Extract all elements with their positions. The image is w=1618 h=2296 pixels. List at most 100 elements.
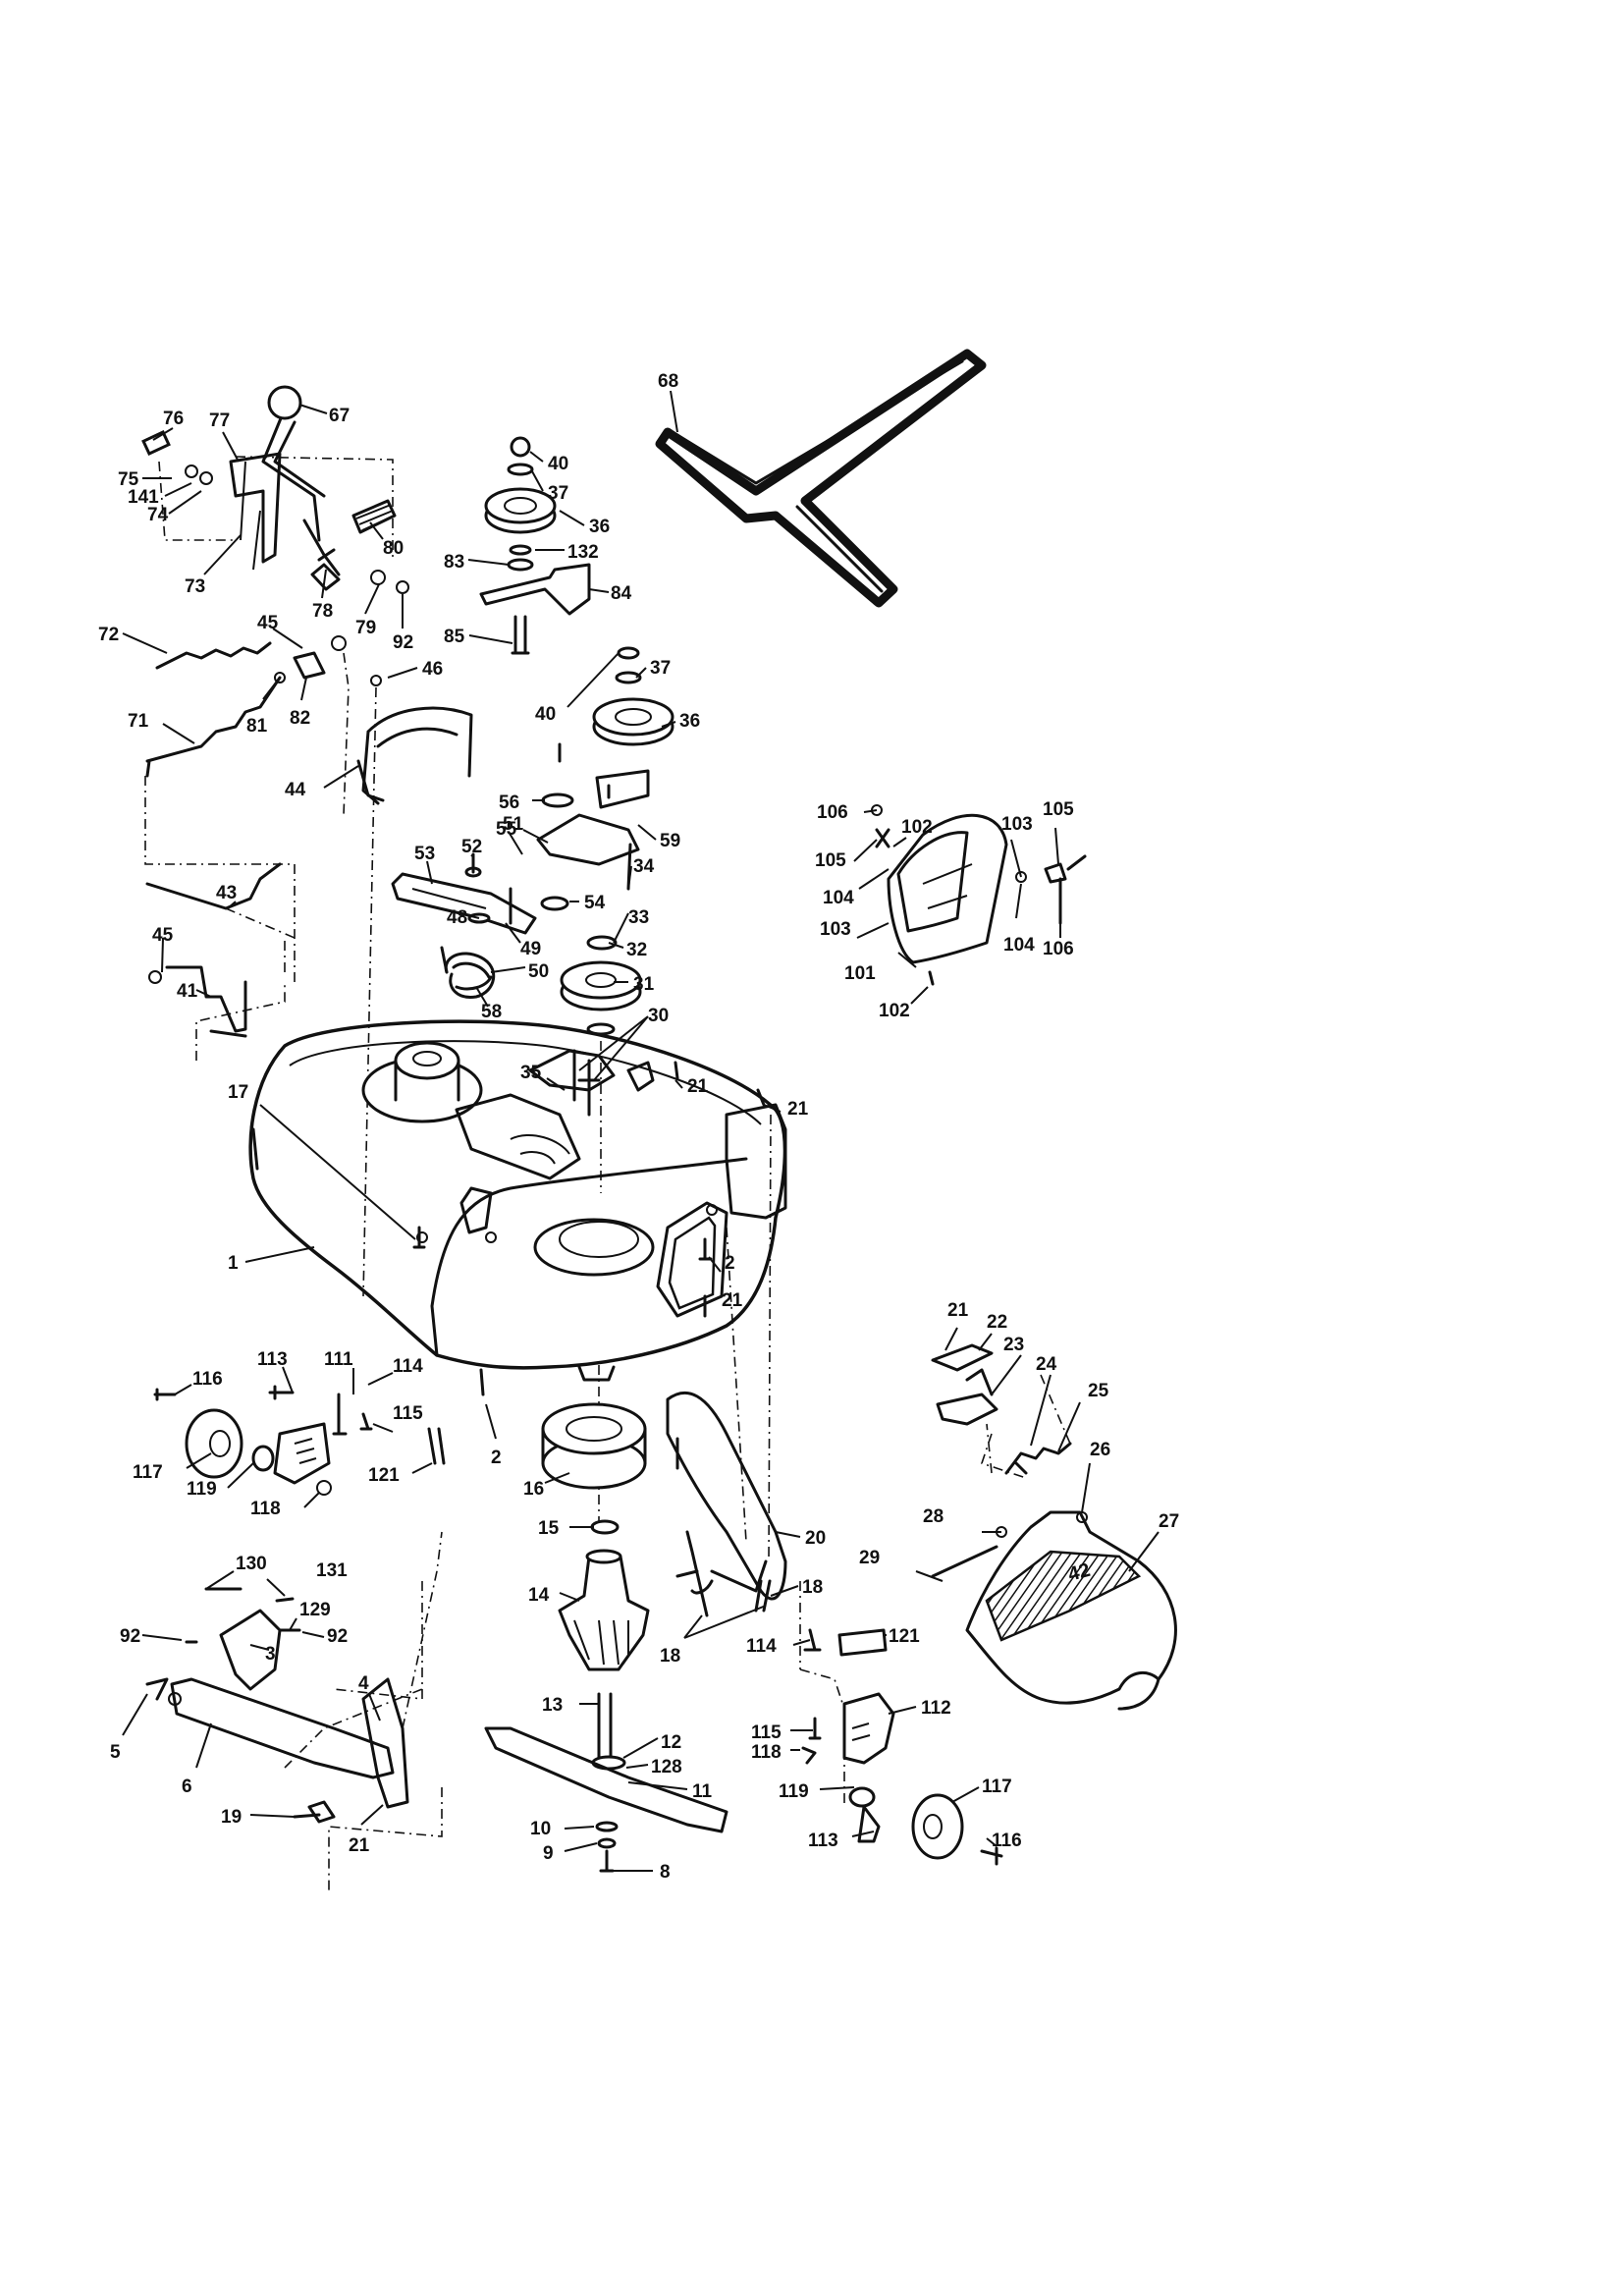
part-label-33: 33 <box>628 907 649 928</box>
part-label-2: 2 <box>725 1253 735 1274</box>
part-label-129: 129 <box>299 1600 331 1620</box>
part-label-5: 5 <box>110 1742 121 1763</box>
part-label-30: 30 <box>648 1006 669 1026</box>
part-label-29: 29 <box>859 1548 880 1568</box>
part-label-45: 45 <box>257 613 279 633</box>
part-label-102: 102 <box>901 817 933 838</box>
part-label-103-b: 103 <box>820 919 851 940</box>
part-label-20: 20 <box>805 1528 826 1549</box>
part-label-35: 35 <box>520 1063 542 1083</box>
part-label-40: 40 <box>548 454 568 474</box>
part-label-77: 77 <box>209 410 230 431</box>
part-label-21-c: 21 <box>722 1290 743 1311</box>
belt-68 <box>655 349 987 608</box>
part-label-21: 21 <box>687 1076 709 1097</box>
part-label-115: 115 <box>393 1403 423 1424</box>
mower-deck-1 <box>248 1019 787 1382</box>
part-label-18: 18 <box>802 1577 823 1598</box>
part-label-32: 32 <box>626 940 647 960</box>
deck-pulley-31 <box>560 935 642 1193</box>
deck-hardware <box>412 1061 766 1470</box>
part-label-116-b: 116 <box>992 1831 1022 1851</box>
part-label-27: 27 <box>1159 1511 1179 1532</box>
part-label-44: 44 <box>285 780 306 800</box>
part-label-41: 41 <box>177 981 198 1002</box>
idler-pulley-upper <box>479 436 591 655</box>
part-label-31: 31 <box>633 974 655 995</box>
part-label-113-b: 113 <box>808 1831 838 1851</box>
part-label-6: 6 <box>182 1777 192 1797</box>
part-label-49: 49 <box>520 939 541 959</box>
part-label-131: 131 <box>316 1560 348 1581</box>
part-label-118-b: 118 <box>751 1742 782 1763</box>
part-label-83: 83 <box>444 552 464 573</box>
part-label-26: 26 <box>1090 1440 1110 1460</box>
part-label-21-b: 21 <box>787 1099 809 1120</box>
alignment-lines <box>284 1114 1071 1890</box>
part-label-92-b: 92 <box>120 1626 140 1647</box>
part-label-59: 59 <box>660 831 680 851</box>
part-label-76: 76 <box>163 409 184 429</box>
part-label-112: 112 <box>921 1698 951 1719</box>
mulch-cover-101 <box>871 804 1087 986</box>
part-label-23: 23 <box>1003 1335 1024 1355</box>
belt-guard-44 <box>356 675 473 1297</box>
part-label-105-b: 105 <box>1043 799 1074 820</box>
part-label-14: 14 <box>528 1585 550 1606</box>
part-label-4: 4 <box>358 1673 369 1694</box>
part-label-85: 85 <box>444 627 465 647</box>
part-label-128: 128 <box>651 1757 682 1777</box>
lift-rods-43-41 <box>145 862 296 1061</box>
part-label-53: 53 <box>414 844 435 864</box>
spring-rod-left <box>144 635 350 982</box>
part-label-36-b: 36 <box>679 711 700 732</box>
part-label-37: 37 <box>548 483 568 504</box>
leader-lines <box>122 390 1160 1872</box>
part-label-102-b: 102 <box>879 1001 910 1021</box>
part-label-34: 34 <box>633 856 655 877</box>
part-label-2-b: 2 <box>491 1448 502 1468</box>
part-label-40-b: 40 <box>535 704 556 725</box>
belt-keeper-20 <box>666 1391 787 1617</box>
part-label-11: 11 <box>692 1781 713 1802</box>
part-label-119-b: 119 <box>779 1781 809 1802</box>
wheel-assembly-right <box>801 1628 1003 1866</box>
part-label-73: 73 <box>185 576 205 597</box>
part-label-18-b: 18 <box>660 1646 680 1667</box>
part-label-115-b: 115 <box>751 1722 782 1743</box>
part-label-51: 51 <box>503 814 524 835</box>
part-label-106-b: 106 <box>1043 939 1074 959</box>
part-label-72: 72 <box>98 625 119 645</box>
part-label-19: 19 <box>221 1807 242 1828</box>
part-label-74: 74 <box>147 505 169 525</box>
part-label-45-b: 45 <box>152 925 174 946</box>
part-label-36: 36 <box>589 517 610 537</box>
part-label-104: 104 <box>823 888 854 908</box>
part-label-28: 28 <box>923 1506 944 1527</box>
part-label-103: 103 <box>1001 814 1033 835</box>
part-label-104-b: 104 <box>1003 935 1035 956</box>
part-label-71: 71 <box>128 711 149 732</box>
lift-arm-left <box>145 1531 443 1824</box>
part-label-24: 24 <box>1036 1354 1057 1375</box>
part-label-17: 17 <box>228 1082 248 1103</box>
part-label-56: 56 <box>499 793 519 813</box>
discharge-chute-27: 42 <box>931 1510 1177 1711</box>
part-label-54: 54 <box>584 893 606 913</box>
part-label-81: 81 <box>246 716 268 737</box>
part-label-119: 119 <box>187 1479 217 1500</box>
part-label-116: 116 <box>192 1369 223 1390</box>
part-label-121: 121 <box>368 1465 400 1486</box>
part-label-1: 1 <box>228 1253 239 1274</box>
part-label-75: 75 <box>118 469 139 490</box>
part-label-84: 84 <box>611 583 632 604</box>
idler-arm-53 <box>391 852 537 999</box>
part-label-3: 3 <box>265 1644 276 1665</box>
part-label-78: 78 <box>312 601 333 622</box>
part-label-118: 118 <box>250 1499 281 1519</box>
part-label-48: 48 <box>447 907 467 928</box>
part-label-82: 82 <box>290 708 310 729</box>
part-label-15: 15 <box>538 1518 560 1539</box>
part-label-114: 114 <box>393 1356 423 1377</box>
